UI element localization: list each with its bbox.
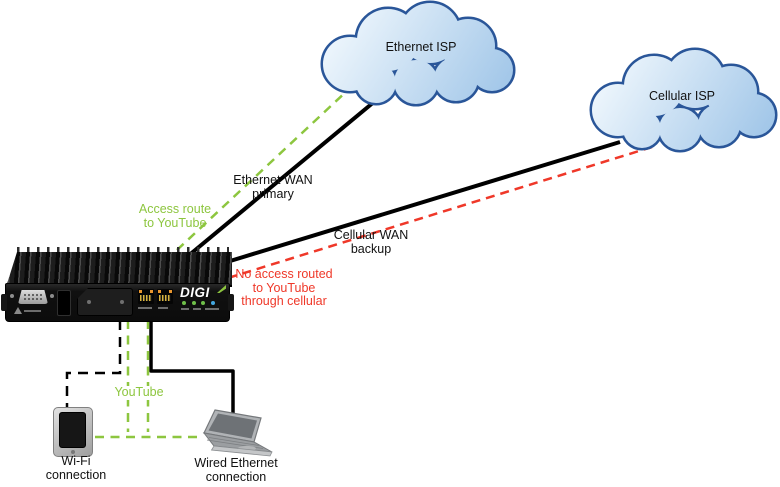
status-leds [182,301,215,305]
ethernet-wan-primary-label: Ethernet WAN primary [233,173,313,201]
heatsink-fin-tips [17,247,229,254]
sim-slot-cover [77,288,133,316]
warning-triangle-icon [14,307,22,314]
laptop-screen [208,413,257,439]
heatsink [6,252,232,287]
access-route-label: Access route to YouTube [138,202,212,230]
phone-button [71,450,75,454]
phone-screen [59,412,86,448]
led-micro-label [205,308,219,310]
wired-connection-line [149,320,235,417]
cellular-isp-label: Cellular ISP [649,89,715,103]
cellular-wan-line [216,140,621,267]
port-micro-label [138,307,152,309]
ethernet-wan-line [186,90,388,258]
router-front-panel: DIGI [1,283,234,322]
ethernet-isp-cloud [320,0,516,107]
digi-logo: DIGI [180,284,232,300]
laptop-device [202,409,273,457]
screw [120,300,124,304]
screw [87,300,91,304]
wifi-connection-line [65,320,122,407]
cloud-fill [592,50,775,150]
laptop-front-edge [210,445,273,457]
ethernet-port-lan [157,289,173,304]
ethernet-port-wan [138,289,154,304]
wired-ethernet-connection-label: Wired Ethernet connection [194,456,278,484]
ethernet-isp-label: Ethernet ISP [385,40,457,54]
screw [10,294,14,298]
no-access-route-line [227,145,653,280]
cellular-wan-backup-label: Cellular WAN backup [333,228,409,256]
port-micro-label [158,307,168,309]
serial-port [18,290,48,304]
digi-router-device: DIGI [1,247,234,323]
micro-label [24,310,41,312]
wifi-connection-label: Wi-Fi connection [45,454,107,482]
screw [50,294,54,298]
cellular-isp-cloud [589,47,778,153]
digi-logo-flag-icon [217,285,226,293]
no-access-label: No access routed to YouTube through cell… [235,267,333,308]
led-micro-label [181,308,189,310]
power-connector [57,290,71,316]
access-route-line [176,88,350,251]
wifi-client-device [53,407,93,457]
led-micro-label [193,308,201,310]
youtube-label: YouTube [112,385,166,400]
cloud-fill [323,3,513,104]
